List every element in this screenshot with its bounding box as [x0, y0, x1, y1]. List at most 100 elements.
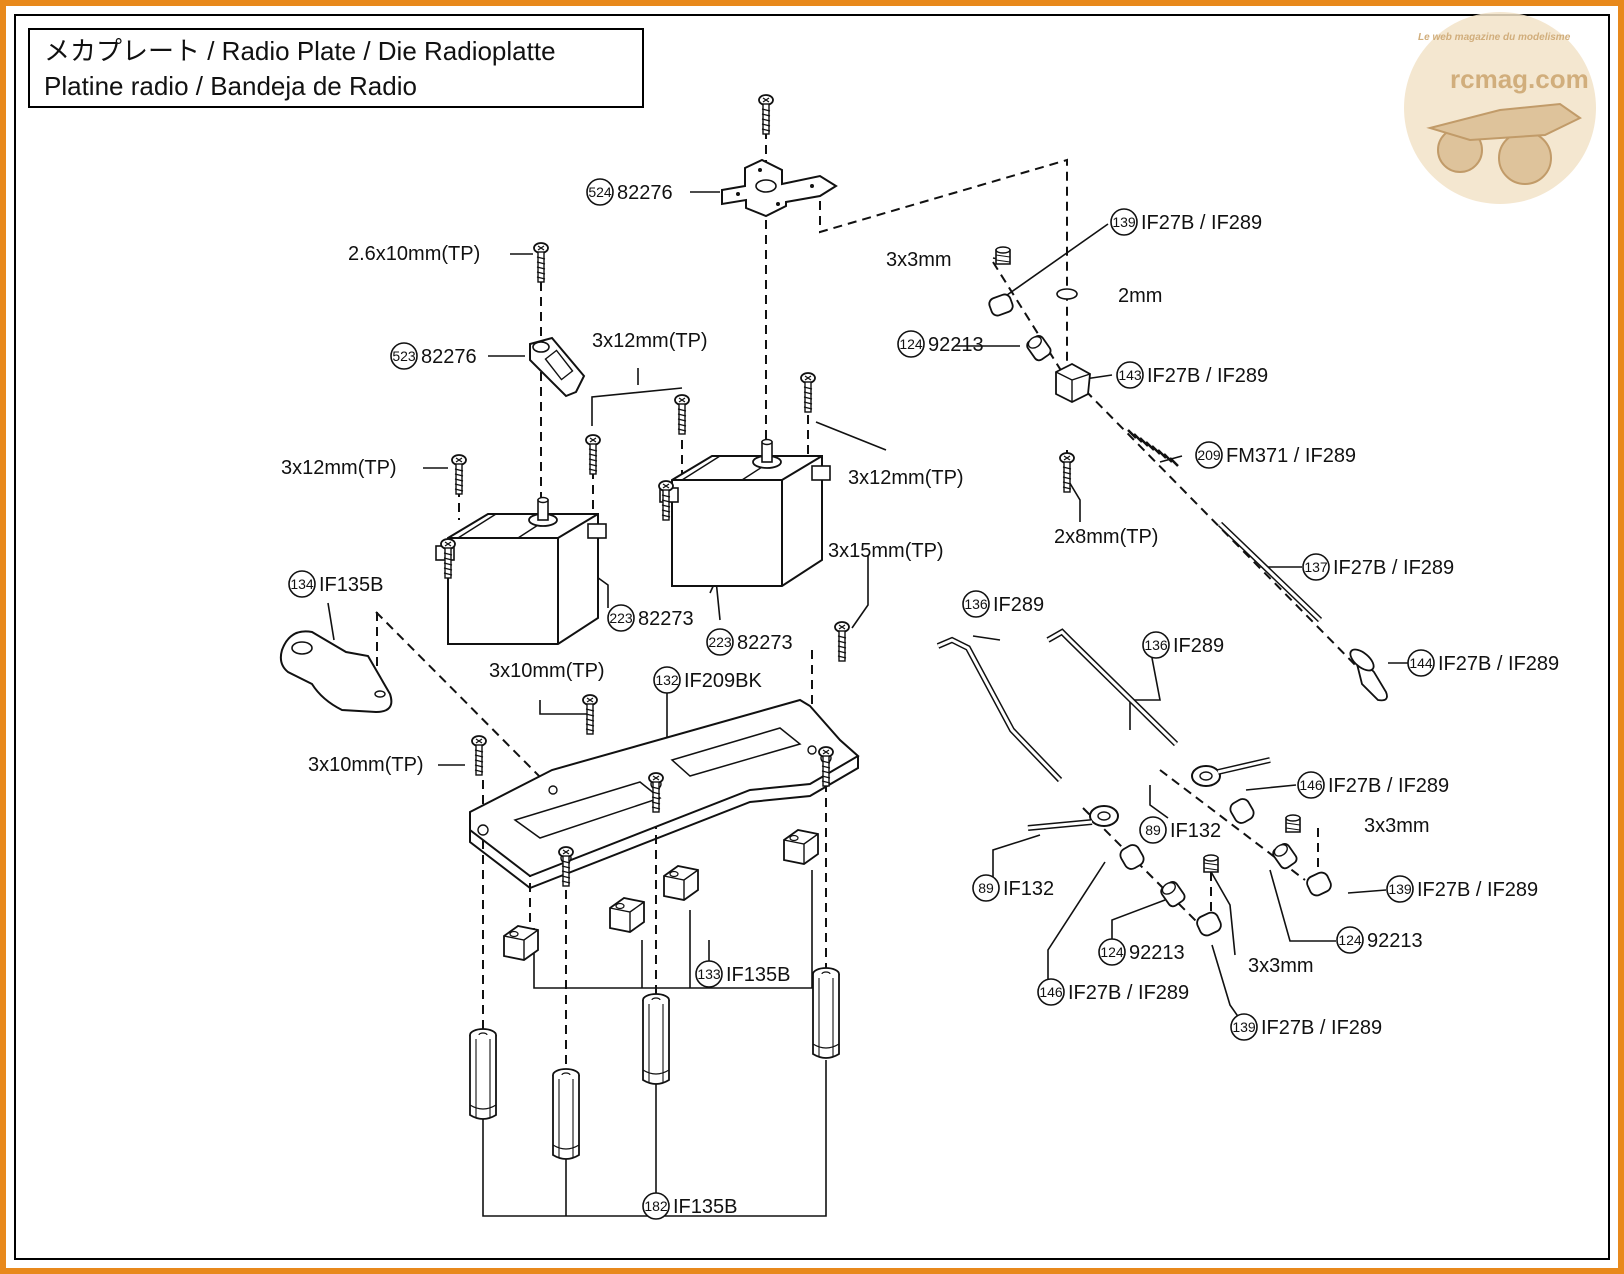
- spring-209: [1127, 429, 1179, 467]
- callout-89-lower: 89 IF132: [972, 874, 1054, 902]
- callout-136-left: 136 IF289: [962, 590, 1044, 618]
- svg-text:146: 146: [1039, 984, 1063, 1000]
- grub-screw-top: [995, 246, 1011, 265]
- screw-plate-2: [558, 846, 574, 887]
- inner-border: [14, 14, 1610, 1260]
- screw-labels: 2.6x10mm(TP) 3x12mm(TP) 3x12mm(TP) 3x12m…: [281, 243, 1430, 977]
- servo-left: [435, 496, 607, 645]
- stopper-139-right: [1306, 871, 1332, 897]
- callout-132: 132 IF209BK: [653, 666, 762, 694]
- svg-text:IF135B: IF135B: [319, 574, 383, 596]
- servo-horn-524: [721, 158, 838, 218]
- label-3x3-bottom: 3x3mm: [1248, 955, 1314, 977]
- svg-text:82276: 82276: [421, 346, 477, 368]
- svg-text:124: 124: [1100, 944, 1124, 960]
- stopper-146-right: [1229, 798, 1255, 824]
- screw-3x10-left: [471, 735, 487, 776]
- label-3x10-mid: 3x10mm(TP): [489, 660, 605, 682]
- svg-text:92213: 92213: [928, 334, 984, 356]
- screw-2-6x10: [533, 242, 549, 283]
- svg-text:223: 223: [609, 610, 633, 626]
- svg-text:132: 132: [655, 672, 679, 688]
- label-3x12-left: 3x12mm(TP): [281, 457, 397, 479]
- callout-143: 143 IF27B / IF289: [1116, 361, 1268, 389]
- stopper-139-bottom: [1196, 911, 1222, 937]
- collar-124-top: [1024, 333, 1054, 364]
- mount-4: [783, 829, 819, 865]
- svg-text:82276: 82276: [617, 182, 673, 204]
- svg-text:144: 144: [1409, 655, 1433, 671]
- part-89-upper: [1191, 757, 1271, 787]
- callout-223-right: 223 82273: [706, 628, 793, 656]
- svg-text:IF27B / IF289: IF27B / IF289: [1261, 1017, 1382, 1039]
- callout-144: 144 IF27B / IF289: [1407, 649, 1559, 677]
- post-3: [642, 993, 670, 1085]
- callout-134: 134 IF135B: [288, 570, 383, 598]
- label-2-6x10: 2.6x10mm(TP): [348, 243, 480, 265]
- svg-text:IF135B: IF135B: [726, 964, 790, 986]
- callout-133: 133 IF135B: [695, 960, 790, 988]
- svg-text:89: 89: [1145, 822, 1161, 838]
- svg-text:139: 139: [1112, 214, 1136, 230]
- label-3x10-left: 3x10mm(TP): [308, 754, 424, 776]
- servo-right: [659, 438, 831, 587]
- block-143: [1055, 362, 1091, 404]
- svg-text:92213: 92213: [1367, 930, 1423, 952]
- svg-text:523: 523: [392, 348, 416, 364]
- svg-text:133: 133: [697, 966, 721, 982]
- stopper-139-top: [988, 293, 1014, 317]
- title-line-2: Platine radio / Bandeja de Radio: [44, 71, 417, 101]
- mount-1: [503, 925, 539, 961]
- post-2: [552, 1068, 580, 1160]
- svg-text:82273: 82273: [638, 608, 694, 630]
- label-3x12-top: 3x12mm(TP): [592, 330, 708, 352]
- svg-text:IF27B / IF289: IF27B / IF289: [1141, 212, 1262, 234]
- rod-137: [1217, 521, 1323, 623]
- callout-139-top: 139 IF27B / IF289: [1110, 208, 1262, 236]
- svg-text:IF27B / IF289: IF27B / IF289: [1147, 365, 1268, 387]
- watermark-tagline: Le web magazine du modelisme: [1418, 32, 1571, 43]
- svg-text:82273: 82273: [737, 632, 793, 654]
- post-4: [812, 967, 840, 1059]
- svg-text:FM371 / IF289: FM371 / IF289: [1226, 445, 1356, 467]
- svg-text:143: 143: [1118, 367, 1142, 383]
- callout-524: 524 82276: [586, 178, 673, 206]
- radio-plate-132: [469, 698, 860, 890]
- label-2mm: 2mm: [1118, 285, 1162, 307]
- svg-text:124: 124: [1338, 932, 1362, 948]
- screw-top: [758, 94, 774, 135]
- svg-text:IF27B / IF289: IF27B / IF289: [1438, 653, 1559, 675]
- label-3x12-right: 3x12mm(TP): [848, 467, 964, 489]
- svg-text:IF135B: IF135B: [673, 1196, 737, 1218]
- callout-223-left: 223 82273: [607, 604, 694, 632]
- svg-text:IF209BK: IF209BK: [684, 670, 762, 692]
- svg-text:IF27B / IF289: IF27B / IF289: [1417, 879, 1538, 901]
- collar-124-right: [1270, 841, 1300, 872]
- svg-text:182: 182: [644, 1198, 668, 1214]
- screw-3x12-left: [451, 454, 467, 495]
- collar-124-bottom: [1158, 879, 1188, 910]
- title-line-1: メカプレート / Radio Plate / Die Radioplatte: [44, 36, 556, 66]
- end-144: [1349, 648, 1388, 702]
- part-89-lower: [1027, 805, 1119, 831]
- title-box: メカプレート / Radio Plate / Die Radioplatte P…: [28, 28, 644, 108]
- label-2x8: 2x8mm(TP): [1054, 526, 1158, 548]
- callout-137: 137 IF27B / IF289: [1302, 553, 1454, 581]
- callout-139-bottom: 139 IF27B / IF289: [1230, 1013, 1382, 1041]
- svg-text:524: 524: [588, 184, 612, 200]
- grub-screw-right: [1285, 814, 1301, 833]
- link-136-right: [1046, 628, 1179, 747]
- stopper-146-bottom: [1119, 844, 1145, 870]
- label-3x3-top: 3x3mm: [886, 249, 952, 271]
- callout-124-top: 124 92213: [897, 330, 984, 358]
- callout-209: 209 FM371 / IF289: [1195, 441, 1356, 469]
- grub-screw-bottom: [1203, 854, 1219, 873]
- label-3x3-right: 3x3mm: [1364, 815, 1430, 837]
- svg-text:89: 89: [978, 880, 994, 896]
- svg-text:209: 209: [1197, 447, 1221, 463]
- callout-139-right: 139 IF27B / IF289: [1386, 875, 1538, 903]
- svg-text:139: 139: [1388, 881, 1412, 897]
- svg-text:92213: 92213: [1129, 942, 1185, 964]
